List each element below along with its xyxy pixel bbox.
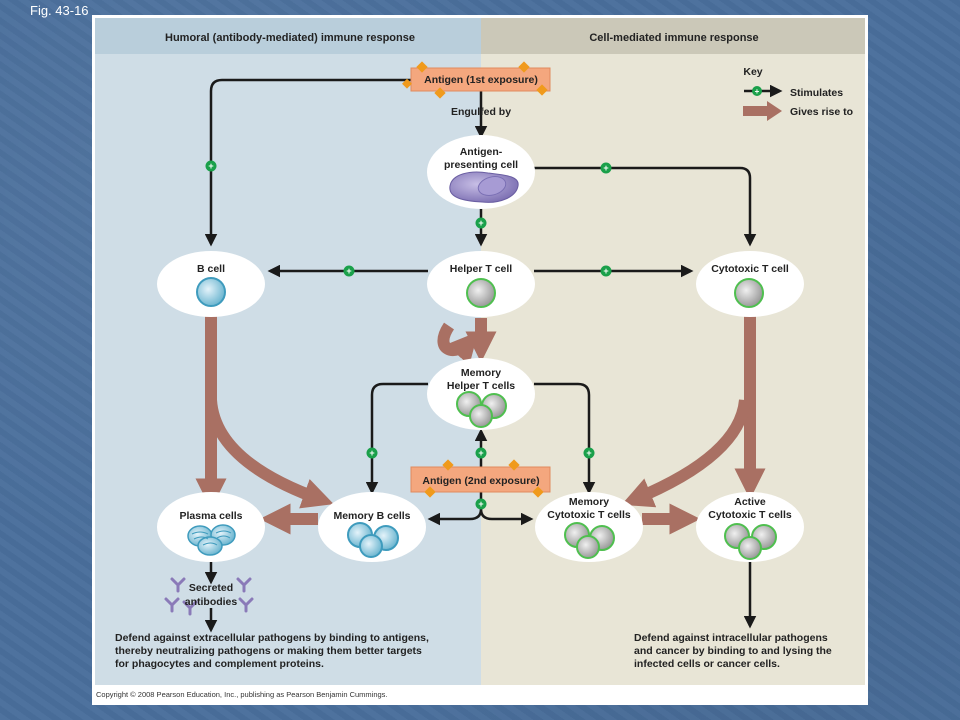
memory-helper-cell-icon	[469, 404, 493, 428]
plasma-cells-label: Plasma cells	[179, 510, 242, 522]
cell-mediated-header-bar	[481, 18, 865, 54]
helper-t-node: Helper T cell	[427, 251, 535, 317]
key-gives-rise-arrow	[743, 101, 782, 121]
svg-text:+: +	[346, 266, 351, 276]
cell-mediated-header: Cell-mediated immune response	[589, 32, 758, 44]
antibody-icon	[170, 577, 186, 593]
key-title: Key	[743, 66, 762, 78]
plus-dot: +	[366, 447, 378, 459]
plus-dot: +	[475, 217, 487, 229]
arrow-helper-selfloop	[437, 322, 479, 366]
active-cyto-node: Active Cytotoxic T cells	[696, 492, 804, 562]
arrow-memhelper-memoryb	[365, 382, 428, 495]
cytotoxic-t-icon	[734, 278, 764, 308]
plus-dot: +	[600, 162, 612, 174]
antibody-icon	[236, 577, 252, 593]
b-cell-node: B cell	[157, 251, 265, 317]
memory-helper-t-node: Memory Helper T cells	[427, 358, 535, 430]
memory-cyto-label-line2: Cytotoxic T cells	[547, 509, 631, 521]
humoral-header: Humoral (antibody-mediated) immune respo…	[165, 32, 415, 44]
plus-dot: +	[343, 265, 355, 277]
cytotoxic-t-node: Cytotoxic T cell	[696, 251, 804, 317]
gives-rise-arrows	[195, 316, 766, 535]
arrow-bcell-memoryb	[205, 399, 334, 509]
helper-t-icon	[466, 278, 496, 308]
cell-desc-line1: Defend against intracellular pathogens	[634, 632, 828, 644]
cell-mediated-description: Defend against intracellular pathogens a…	[634, 632, 832, 670]
memory-b-cell-icon	[359, 534, 383, 558]
cell-mediated-region	[481, 18, 865, 685]
arrow-antigen-bcell	[204, 78, 411, 247]
svg-text:+: +	[478, 218, 483, 228]
active-cyto-label-line1: Active	[734, 496, 766, 508]
memory-b-node: Memory B cells	[318, 492, 426, 562]
antibody-icon	[238, 597, 254, 613]
key-plus-dot	[752, 86, 762, 96]
arrow-antigen2-memorycyto	[479, 508, 534, 526]
antibody-icon	[164, 597, 180, 613]
plasma-cell-icons	[187, 524, 236, 556]
memory-cyto-node: Memory Cytotoxic T cells	[535, 492, 643, 562]
plasma-cells-node: Plasma cells	[157, 492, 265, 562]
apc-nucleus-icon	[477, 176, 507, 196]
copyright-text: Copyright © 2008 Pearson Education, Inc.…	[96, 690, 388, 699]
memory-b-label: Memory B cells	[333, 510, 410, 522]
figure-label: Fig. 43-16	[30, 3, 89, 18]
humoral-region	[95, 18, 481, 685]
arrow-memhelper-memorycyto	[534, 382, 596, 495]
arrow-apc-cyto	[534, 166, 757, 247]
cell-desc-line3: infected cells or cancer cells.	[634, 658, 780, 670]
humoral-header-bar	[95, 18, 481, 54]
arrow-cyto-memorycyto	[621, 399, 751, 508]
svg-text:+: +	[208, 161, 213, 171]
memory-helper-label-line1: Memory	[461, 367, 501, 379]
apc-label-line2: presenting cell	[444, 159, 518, 171]
cytotoxic-t-label: Cytotoxic T cell	[711, 263, 789, 275]
antigen-second-box: Antigen (2nd exposure)	[410, 459, 551, 498]
humoral-description: Defend against extracellular pathogens b…	[115, 632, 429, 670]
secreted-label-line2: antibodies	[185, 596, 238, 608]
b-cell-icon	[196, 277, 226, 307]
antigen-second-label: Antigen (2nd exposure)	[422, 475, 539, 487]
b-cell-label: B cell	[197, 263, 225, 275]
helper-t-label: Helper T cell	[450, 263, 513, 275]
engulfed-by-label: Engulfed by	[451, 106, 511, 118]
active-cyto-label-line2: Cytotoxic T cells	[708, 509, 792, 521]
humoral-desc-line2: thereby neutralizing pathogens or making…	[115, 645, 422, 657]
stimulates-arrows	[204, 78, 757, 633]
humoral-desc-line1: Defend against extracellular pathogens b…	[115, 632, 429, 644]
plus-dot: +	[205, 160, 217, 172]
svg-text:+: +	[603, 266, 608, 276]
svg-text:+: +	[478, 499, 483, 509]
memory-helper-label-line2: Helper T cells	[447, 380, 515, 392]
key-stimulates-label: Stimulates	[790, 87, 843, 99]
plus-dot: +	[583, 447, 595, 459]
apc-label-line1: Antigen-	[460, 146, 503, 158]
svg-text:+: +	[603, 163, 608, 173]
key-plus-sign: +	[755, 87, 760, 96]
svg-text:+: +	[478, 448, 483, 458]
humoral-desc-line3: for phagocytes and complement proteins.	[115, 658, 324, 670]
secreted-label-line1: Secreted	[189, 582, 233, 594]
memory-cyto-cell-icon	[576, 535, 600, 559]
antibody-icon	[182, 600, 198, 616]
key-gives-rise-label: Gives rise to	[790, 106, 853, 118]
plus-dot: +	[600, 265, 612, 277]
plus-dot: +	[475, 447, 487, 459]
plus-dots: + + + + + + + + +	[205, 160, 612, 510]
apc-node: Antigen- presenting cell	[427, 135, 535, 209]
active-cyto-cell-icon	[738, 536, 762, 560]
antigen-first-label: Antigen (1st exposure)	[424, 74, 538, 86]
plus-dot: +	[475, 498, 487, 510]
svg-text:+: +	[369, 448, 374, 458]
svg-text:+: +	[586, 448, 591, 458]
cell-desc-line2: and cancer by binding to and lysing the	[634, 645, 832, 657]
memory-cyto-label-line1: Memory	[569, 496, 609, 508]
antibody-icons	[164, 577, 254, 616]
